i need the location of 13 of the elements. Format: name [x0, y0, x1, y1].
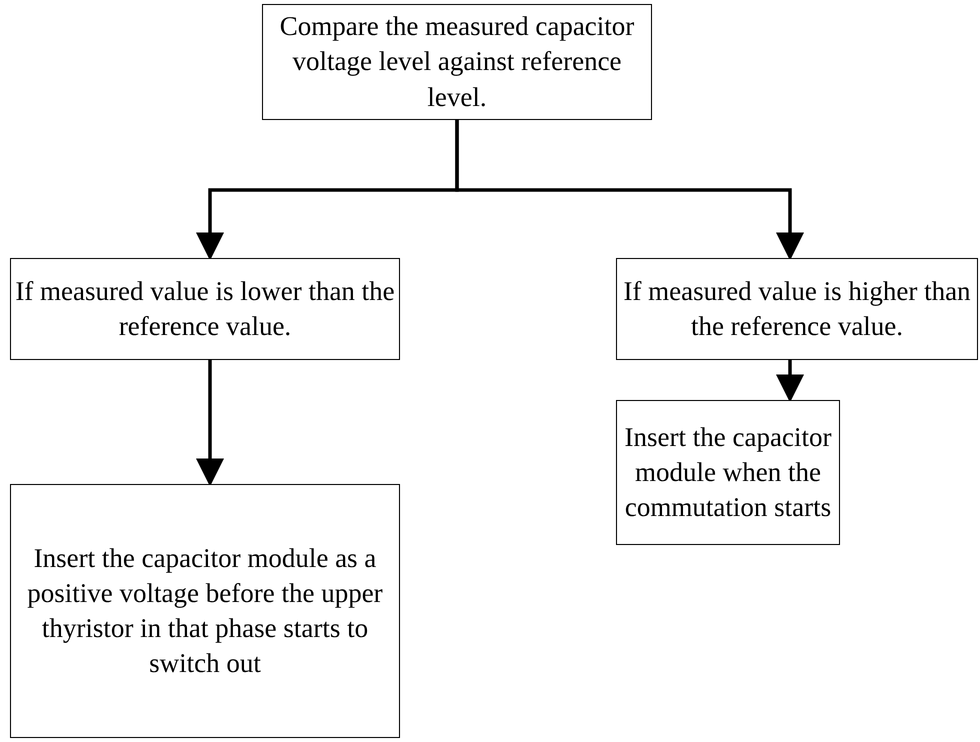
arrow [776, 360, 804, 402]
box-text: If measured value is higher than the reference value. [622, 274, 972, 343]
process-box [262, 4, 652, 120]
box-text: Insert the capacitor module when the commutation starts [624, 420, 832, 524]
process-box [10, 484, 400, 738]
arrow [196, 360, 224, 486]
box-text: Insert the capacitor module as a positive voltage before the upper thyristor in that phase starts to switch out [26, 542, 384, 680]
process-box [616, 258, 978, 360]
box-text: If measured value is lower than the reference value. [15, 274, 395, 343]
process-box [10, 258, 400, 360]
process-box [616, 400, 840, 545]
box-text: Compare the measured capacitor voltage level against reference level. [278, 10, 636, 114]
arrow [455, 120, 804, 260]
